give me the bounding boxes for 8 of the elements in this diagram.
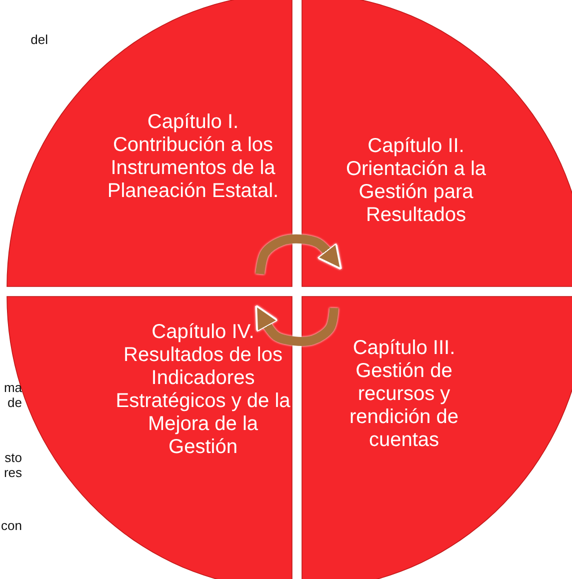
cut-off-text: sto res: [2, 450, 22, 480]
cut-off-text: del: [30, 32, 48, 47]
chapter-title: Capítulo I. Contribución a los Instrumentos de la Planeación Estatal.: [106, 111, 280, 203]
cut-off-text: ma de: [2, 380, 22, 410]
chapter-title: Capítulo III. Gestión de recursos y rendición de cuentas: [348, 337, 460, 452]
chapter-title: Capítulo II. Orientación a la Gestión para Resultados: [344, 135, 488, 227]
cut-off-text: con: [0, 518, 22, 533]
chapter-title: Capítulo IV. Resultados de los Indicadores Estratégicos y de la Mejora de la Gestión: [114, 321, 292, 459]
